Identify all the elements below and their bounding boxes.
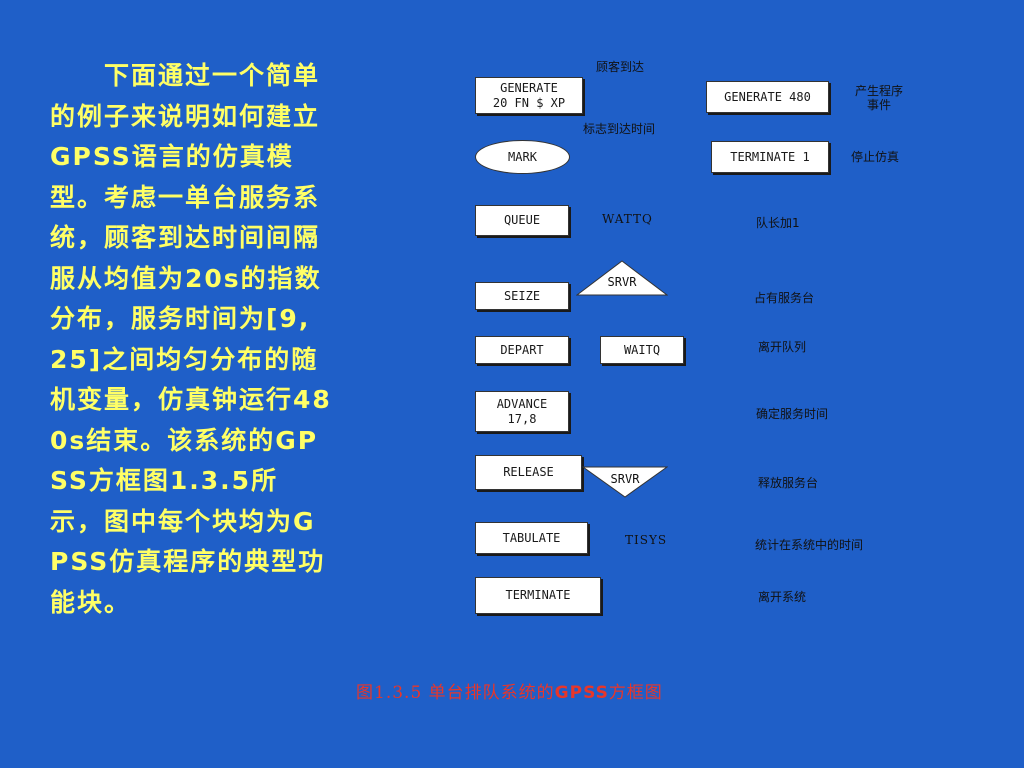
caption-suffix: 方框图 bbox=[608, 683, 663, 703]
srvr-label-1: SRVR bbox=[607, 275, 637, 289]
label-queue-plus-one: 队长加1 bbox=[756, 216, 800, 230]
label-tisys: TISYS bbox=[625, 533, 668, 547]
waitq-block: WAITQ bbox=[600, 336, 684, 364]
depart-block: DEPART bbox=[475, 336, 569, 364]
label-service-time: 确定服务时间 bbox=[756, 407, 829, 421]
mark-block: MARK bbox=[475, 140, 570, 174]
caption-bold: GPSS bbox=[554, 683, 609, 703]
description-paragraph: 下面通过一个简单的例子来说明如何建立GPSS语言的仿真模型。考虑一单台服务系统，… bbox=[50, 61, 332, 617]
label-release-server: 释放服务台 bbox=[758, 476, 819, 490]
label-leave-system: 离开系统 bbox=[758, 590, 807, 604]
tabulate-block: TABULATE bbox=[475, 522, 588, 554]
generate-block: GENERATE 20 FN $ XP bbox=[475, 77, 583, 114]
label-stat-time: 统计在系统中的时间 bbox=[755, 538, 864, 552]
seize-block: SEIZE bbox=[475, 282, 569, 310]
srvr-triangle-down bbox=[582, 466, 668, 498]
generate-480-block: GENERATE 480 bbox=[706, 81, 829, 113]
figure-caption: 图1.3.5 单台排队系统的GPSS方框图 bbox=[356, 678, 663, 703]
terminate-block: TERMINATE bbox=[475, 577, 601, 614]
label-wattq: WATTQ bbox=[602, 212, 653, 226]
label-stop-simulation: 停止仿真 bbox=[851, 150, 900, 164]
srvr-triangle-up bbox=[576, 260, 668, 296]
advance-block: ADVANCE 17,8 bbox=[475, 391, 569, 432]
terminate-1-block: TERMINATE 1 bbox=[711, 141, 829, 173]
queue-block: QUEUE bbox=[475, 205, 569, 236]
label-generate-event: 产生程序 事件 bbox=[855, 84, 904, 112]
label-mark-arrival: 标志到达时间 bbox=[583, 122, 656, 136]
label-customer-arrive: 顾客到达 bbox=[596, 60, 645, 74]
label-occupy-server: 占有服务台 bbox=[754, 291, 815, 305]
label-leave-queue: 离开队列 bbox=[758, 340, 807, 354]
srvr-label-2: SRVR bbox=[610, 472, 640, 486]
release-block: RELEASE bbox=[475, 455, 582, 490]
caption-prefix: 图1.3.5 单台排队系统的 bbox=[356, 683, 555, 703]
